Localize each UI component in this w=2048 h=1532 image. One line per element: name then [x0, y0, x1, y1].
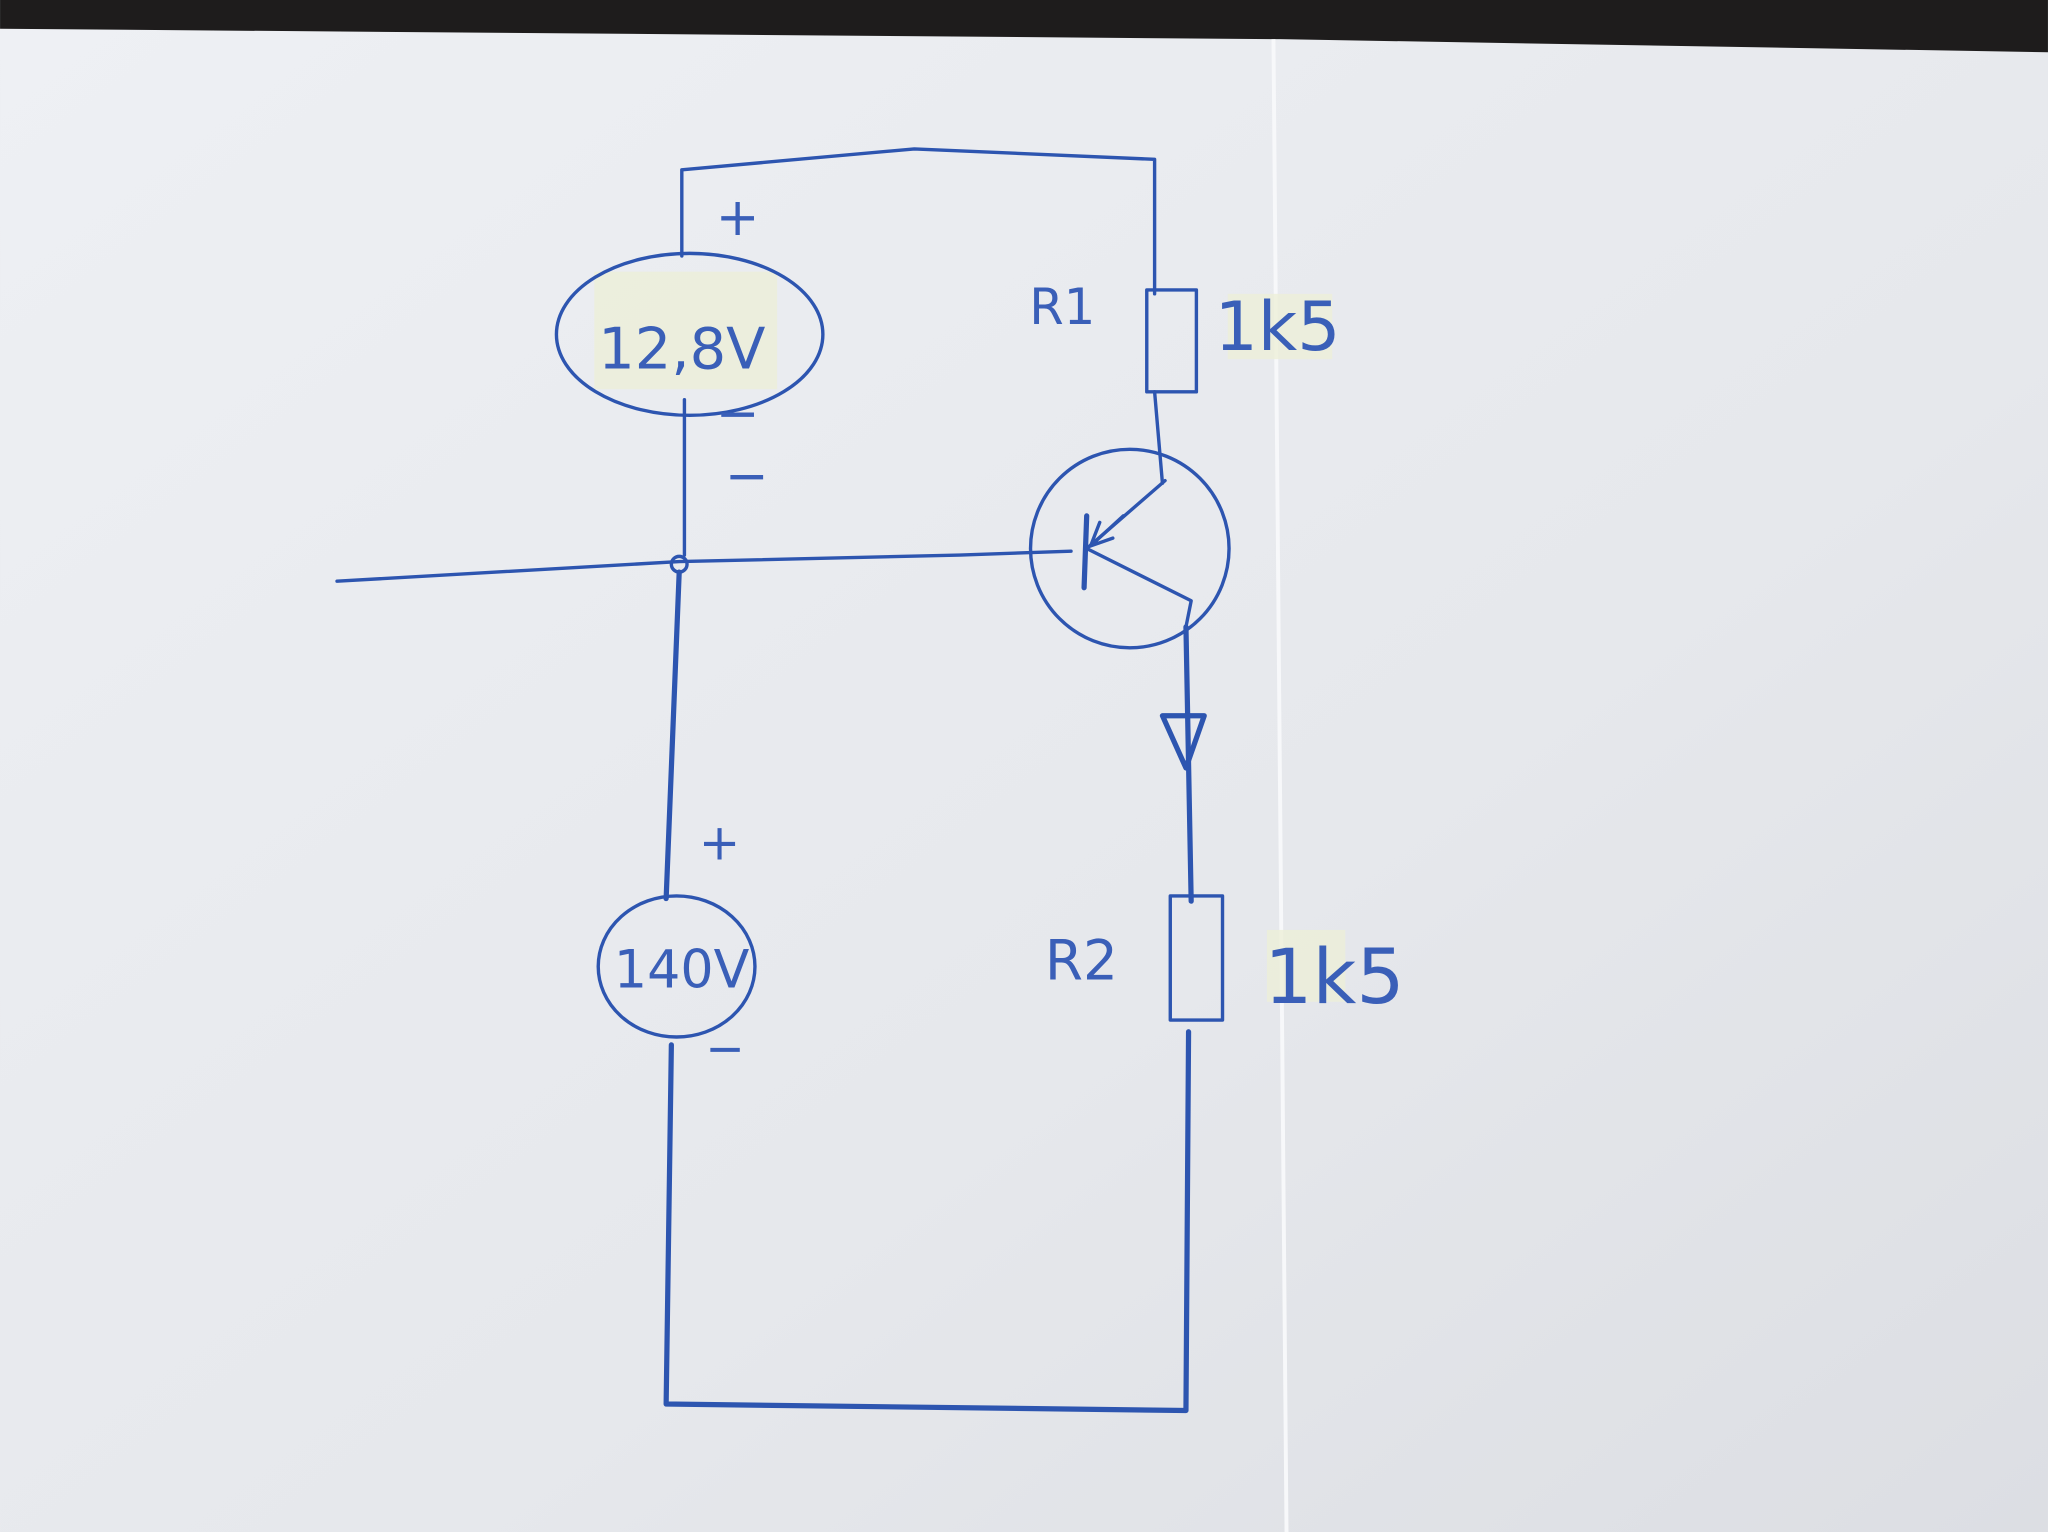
voltage-source-140v: [596, 894, 757, 1039]
r1-name: R1: [1029, 278, 1095, 336]
r1-value: 1k5: [1215, 288, 1341, 367]
source-1-value: 12,8V: [598, 315, 765, 382]
tape-patch: [1227, 293, 1333, 360]
resistor-r2: [1168, 894, 1225, 1022]
base-wire: [335, 549, 1073, 583]
source-1-minus: −: [716, 384, 760, 444]
wire-r1-to-emitter: [1152, 390, 1165, 485]
bottom-wire: [663, 1029, 1192, 1414]
paper-fold: [1271, 39, 1289, 1532]
wire-node-to-140v: [663, 569, 682, 902]
table-edge: [0, 0, 2048, 53]
tape-patch: [1266, 929, 1346, 1002]
resistor-r1: [1145, 288, 1199, 394]
tape-patch: [594, 271, 778, 390]
transistor-base-bar: [1081, 513, 1090, 591]
source-2-minus: −: [705, 1021, 744, 1076]
source-1-minus-outer: −: [725, 447, 769, 507]
source-1-plus: +: [716, 188, 760, 248]
transistor-pnp: [1028, 447, 1231, 650]
r2-value: 1k5: [1264, 933, 1404, 1021]
current-arrow-icon: [1159, 713, 1207, 771]
top-wire: [680, 147, 1157, 296]
r2-name: R2: [1045, 929, 1118, 993]
source-2-value: 140V: [614, 940, 750, 1000]
source-2-plus: +: [699, 813, 741, 871]
voltage-source-12v8: [554, 251, 825, 418]
emitter-arrow-icon: [1088, 514, 1125, 548]
